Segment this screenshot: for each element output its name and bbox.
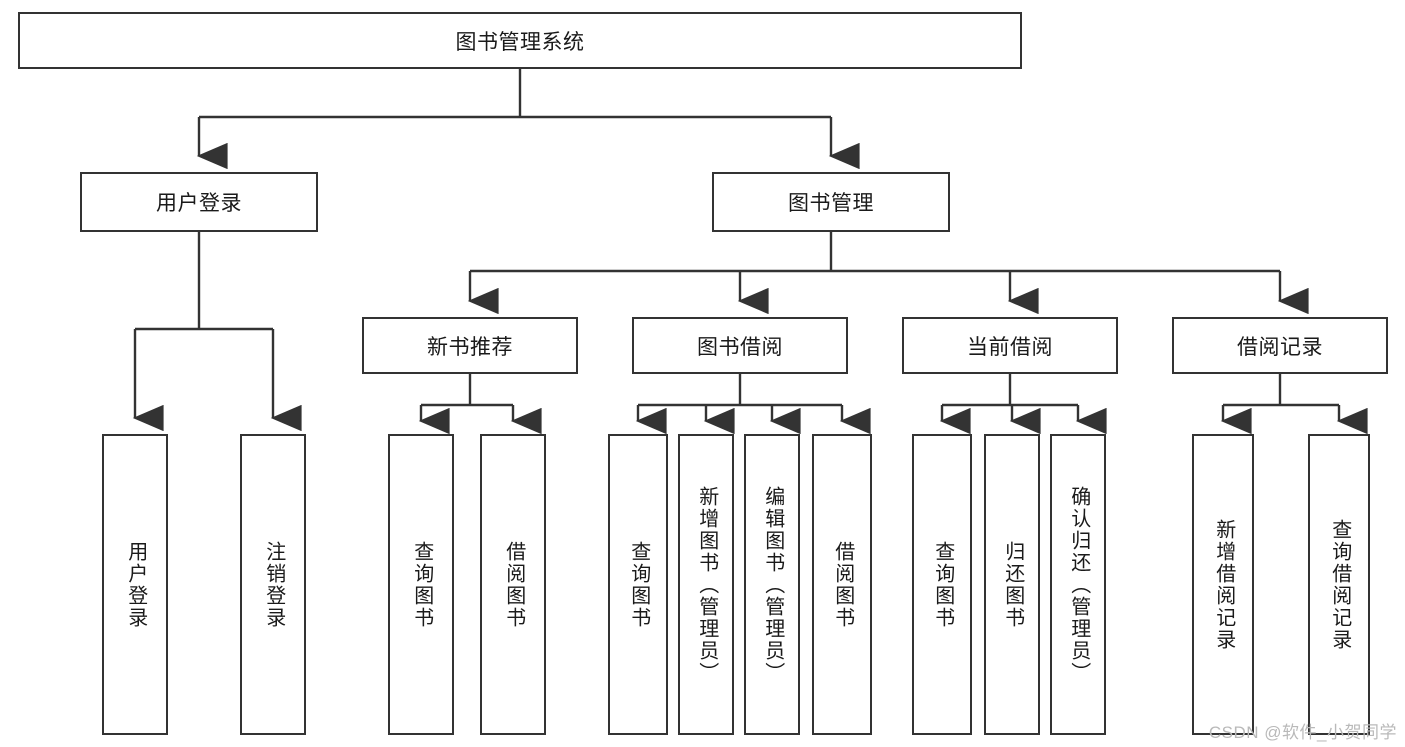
node-leaf-edit-book-admin[interactable]: 编辑图书（管理员） (744, 434, 800, 735)
node-leaf-confirm-return-admin[interactable]: 确认归还（管理员） (1050, 434, 1106, 735)
node-leaf-return-book[interactable]: 归还图书 (984, 434, 1040, 735)
node-book-manage[interactable]: 图书管理 (712, 172, 950, 232)
node-leaf-user-login[interactable]: 用户登录 (102, 434, 168, 735)
node-leaf-user-login-label: 用户登录 (124, 540, 147, 629)
node-current-borrow-label: 当前借阅 (967, 335, 1053, 359)
node-current-borrow[interactable]: 当前借阅 (902, 317, 1118, 374)
node-book-manage-label: 图书管理 (788, 192, 874, 215)
node-borrow-record[interactable]: 借阅记录 (1172, 317, 1388, 374)
node-leaf-borrow-book-rec[interactable]: 借阅图书 (480, 434, 546, 735)
node-leaf-borrow-book-borrow[interactable]: 借阅图书 (812, 434, 872, 735)
watermark-text: CSDN @软件_小贺同学 (1208, 723, 1397, 742)
node-leaf-edit-book-admin-label: 编辑图书（管理员） (761, 485, 784, 684)
node-leaf-user-logout[interactable]: 注销登录 (240, 434, 306, 735)
node-new-book-recommend[interactable]: 新书推荐 (362, 317, 578, 374)
node-leaf-query-book-borrow[interactable]: 查询图书 (608, 434, 668, 735)
node-leaf-query-book-borrow-label: 查询图书 (627, 540, 650, 629)
node-leaf-add-borrow-record[interactable]: 新增借阅记录 (1192, 434, 1254, 735)
node-leaf-confirm-return-admin-label: 确认归还（管理员） (1067, 485, 1090, 684)
node-book-borrow-label: 图书借阅 (697, 335, 783, 359)
node-leaf-query-borrow-record-label: 查询借阅记录 (1328, 518, 1351, 651)
node-book-borrow[interactable]: 图书借阅 (632, 317, 848, 374)
node-user-login[interactable]: 用户登录 (80, 172, 318, 232)
node-leaf-query-book-current[interactable]: 查询图书 (912, 434, 972, 735)
node-leaf-borrow-book-borrow-label: 借阅图书 (831, 540, 854, 629)
node-leaf-user-logout-label: 注销登录 (262, 540, 285, 629)
node-leaf-add-borrow-record-label: 新增借阅记录 (1212, 518, 1235, 651)
node-root[interactable]: 图书管理系统 (18, 12, 1022, 69)
node-root-label: 图书管理系统 (455, 30, 585, 54)
node-leaf-add-book-admin[interactable]: 新增图书（管理员） (678, 434, 734, 735)
node-new-book-recommend-label: 新书推荐 (427, 335, 513, 359)
node-leaf-query-book-rec[interactable]: 查询图书 (388, 434, 454, 735)
node-leaf-borrow-book-rec-label: 借阅图书 (502, 540, 525, 629)
node-leaf-query-borrow-record[interactable]: 查询借阅记录 (1308, 434, 1370, 735)
node-user-login-label: 用户登录 (156, 192, 242, 215)
node-leaf-query-book-rec-label: 查询图书 (410, 540, 433, 629)
node-leaf-query-book-current-label: 查询图书 (931, 540, 954, 629)
node-leaf-add-book-admin-label: 新增图书（管理员） (695, 485, 718, 684)
node-leaf-return-book-label: 归还图书 (1001, 540, 1024, 629)
node-borrow-record-label: 借阅记录 (1237, 335, 1323, 359)
